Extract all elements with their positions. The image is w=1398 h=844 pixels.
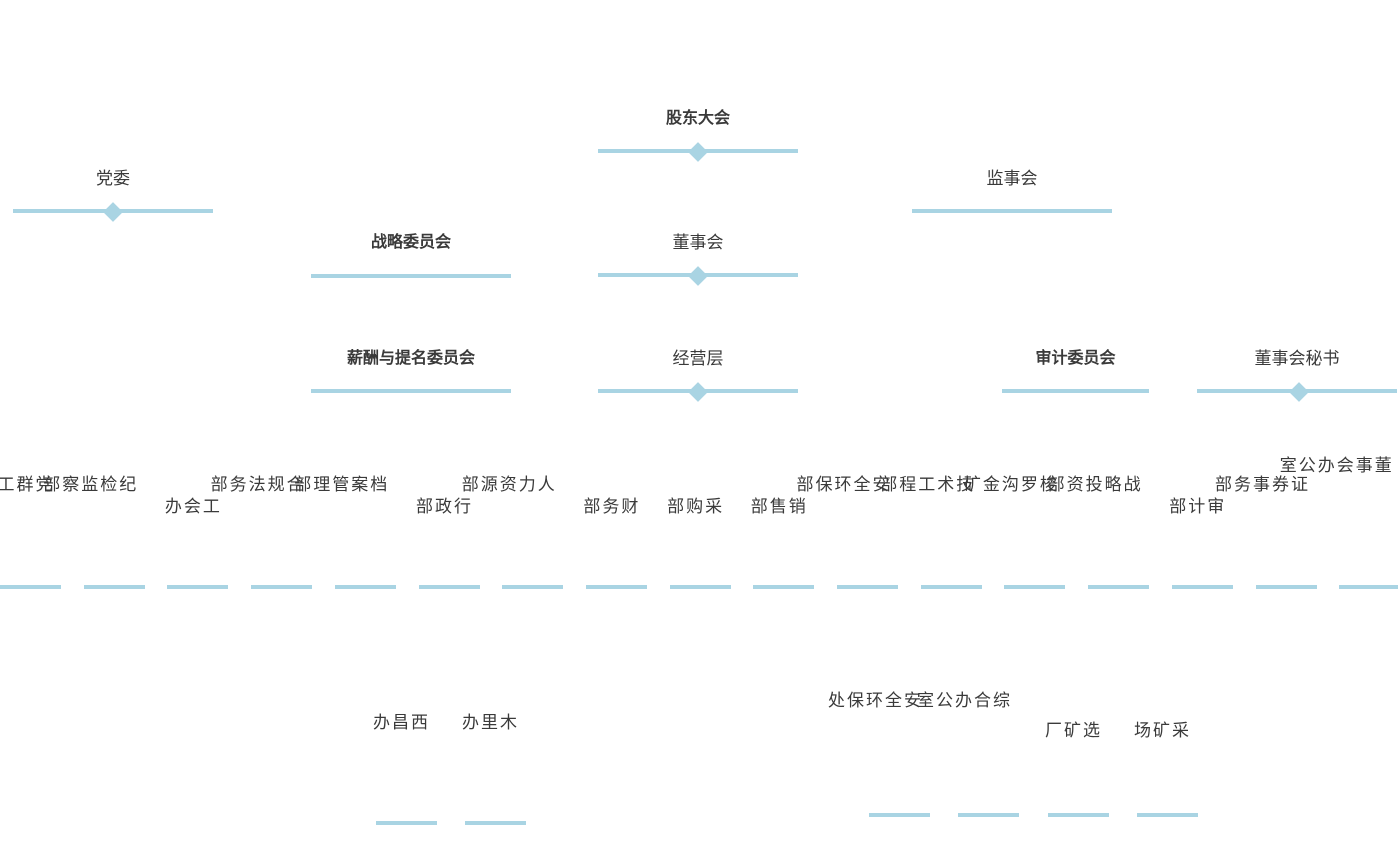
- department-label: 销售部: [746, 497, 805, 514]
- department-label: 财务部: [579, 497, 638, 514]
- node-board: 董事会: [598, 224, 798, 286]
- connector-diamond: [103, 202, 123, 222]
- department-label: 党群工作部: [0, 475, 52, 492]
- sub-unit-label: 选矿厂: [1041, 721, 1099, 738]
- connector-bar: [311, 274, 511, 278]
- node-label: 薪酬与提名委员会: [346, 348, 475, 367]
- sub-unit-bar: [464, 821, 526, 825]
- node-label: 党委: [96, 169, 130, 189]
- connector-diamond: [1289, 382, 1309, 402]
- sub-unit-bar: [868, 813, 930, 817]
- node-audit-committee: 审计委员会: [1002, 340, 1149, 400]
- department-bar: [502, 585, 564, 589]
- department-label: 采购部: [663, 497, 722, 514]
- node-label: 经营层: [672, 349, 724, 369]
- department-label: 董事会办公室: [1275, 456, 1391, 473]
- connector-bar: [1002, 389, 1149, 393]
- node-supervisors: 监事会: [912, 160, 1112, 220]
- sub-unit-label: 采矿场: [1130, 721, 1188, 738]
- department-bar: [1088, 585, 1150, 589]
- department-bar: [1004, 585, 1066, 589]
- sub-unit-bar: [1136, 813, 1198, 817]
- node-label: 董事会秘书: [1254, 349, 1340, 369]
- node-compensation-committee: 薪酬与提名委员会: [311, 340, 511, 400]
- node-management: 经营层: [598, 340, 798, 402]
- department-label: 安全环保部: [792, 475, 889, 492]
- node-party-committee: 党委: [13, 160, 213, 222]
- sub-unit-label: 木里办: [458, 713, 516, 730]
- department-bar: [251, 585, 313, 589]
- department-bar: [1339, 585, 1398, 589]
- node-label: 股东大会: [665, 108, 730, 127]
- department-label: 审计部: [1165, 497, 1224, 514]
- department-bar: [585, 585, 647, 589]
- department-label: 梭罗沟金矿: [959, 475, 1056, 492]
- department-label: 合规法务部: [206, 475, 303, 492]
- department-bar: [0, 585, 61, 589]
- node-shareholders: 股东大会: [598, 100, 798, 162]
- department-label: 工会办: [160, 497, 219, 514]
- node-label: 监事会: [986, 169, 1038, 189]
- department-bar: [920, 585, 982, 589]
- department-label: 证券事务部: [1211, 475, 1307, 492]
- connector-diamond: [688, 266, 708, 286]
- node-label: 董事会: [672, 233, 724, 253]
- department-label: 纪检监察部: [39, 475, 136, 492]
- department-label: 技术工程部: [876, 475, 973, 492]
- sub-unit-label: 安全环保处: [824, 691, 920, 708]
- department-bar: [669, 585, 731, 589]
- sub-unit-label: 西昌办: [369, 713, 427, 730]
- node-board-secretary: 董事会秘书: [1197, 340, 1397, 402]
- sub-unit-bar: [375, 821, 437, 825]
- node-strategy-committee: 战略委员会: [311, 224, 511, 284]
- node-label: 战略委员会: [370, 232, 451, 251]
- connector-bar: [311, 389, 511, 393]
- department-bar: [753, 585, 815, 589]
- department-bar: [167, 585, 229, 589]
- department-label: 人力资源部: [457, 475, 554, 492]
- connector-diamond: [688, 142, 708, 162]
- department-bar: [418, 585, 480, 589]
- node-label: 审计委员会: [1035, 348, 1116, 367]
- department-bar: [334, 585, 396, 589]
- sub-unit-bar: [1047, 813, 1109, 817]
- connector-bar: [912, 209, 1112, 213]
- department-label: 档案管理部: [290, 475, 387, 492]
- department-bar: [83, 585, 145, 589]
- connector-diamond: [688, 382, 708, 402]
- department-label: 战略投资部: [1043, 475, 1140, 492]
- department-label: 行政部: [412, 497, 470, 514]
- department-bar: [837, 585, 898, 589]
- department-bar: [1171, 585, 1233, 589]
- sub-unit-bar: [957, 813, 1019, 817]
- department-bar: [1255, 585, 1317, 589]
- sub-unit-label: 综合办公室: [913, 691, 1009, 708]
